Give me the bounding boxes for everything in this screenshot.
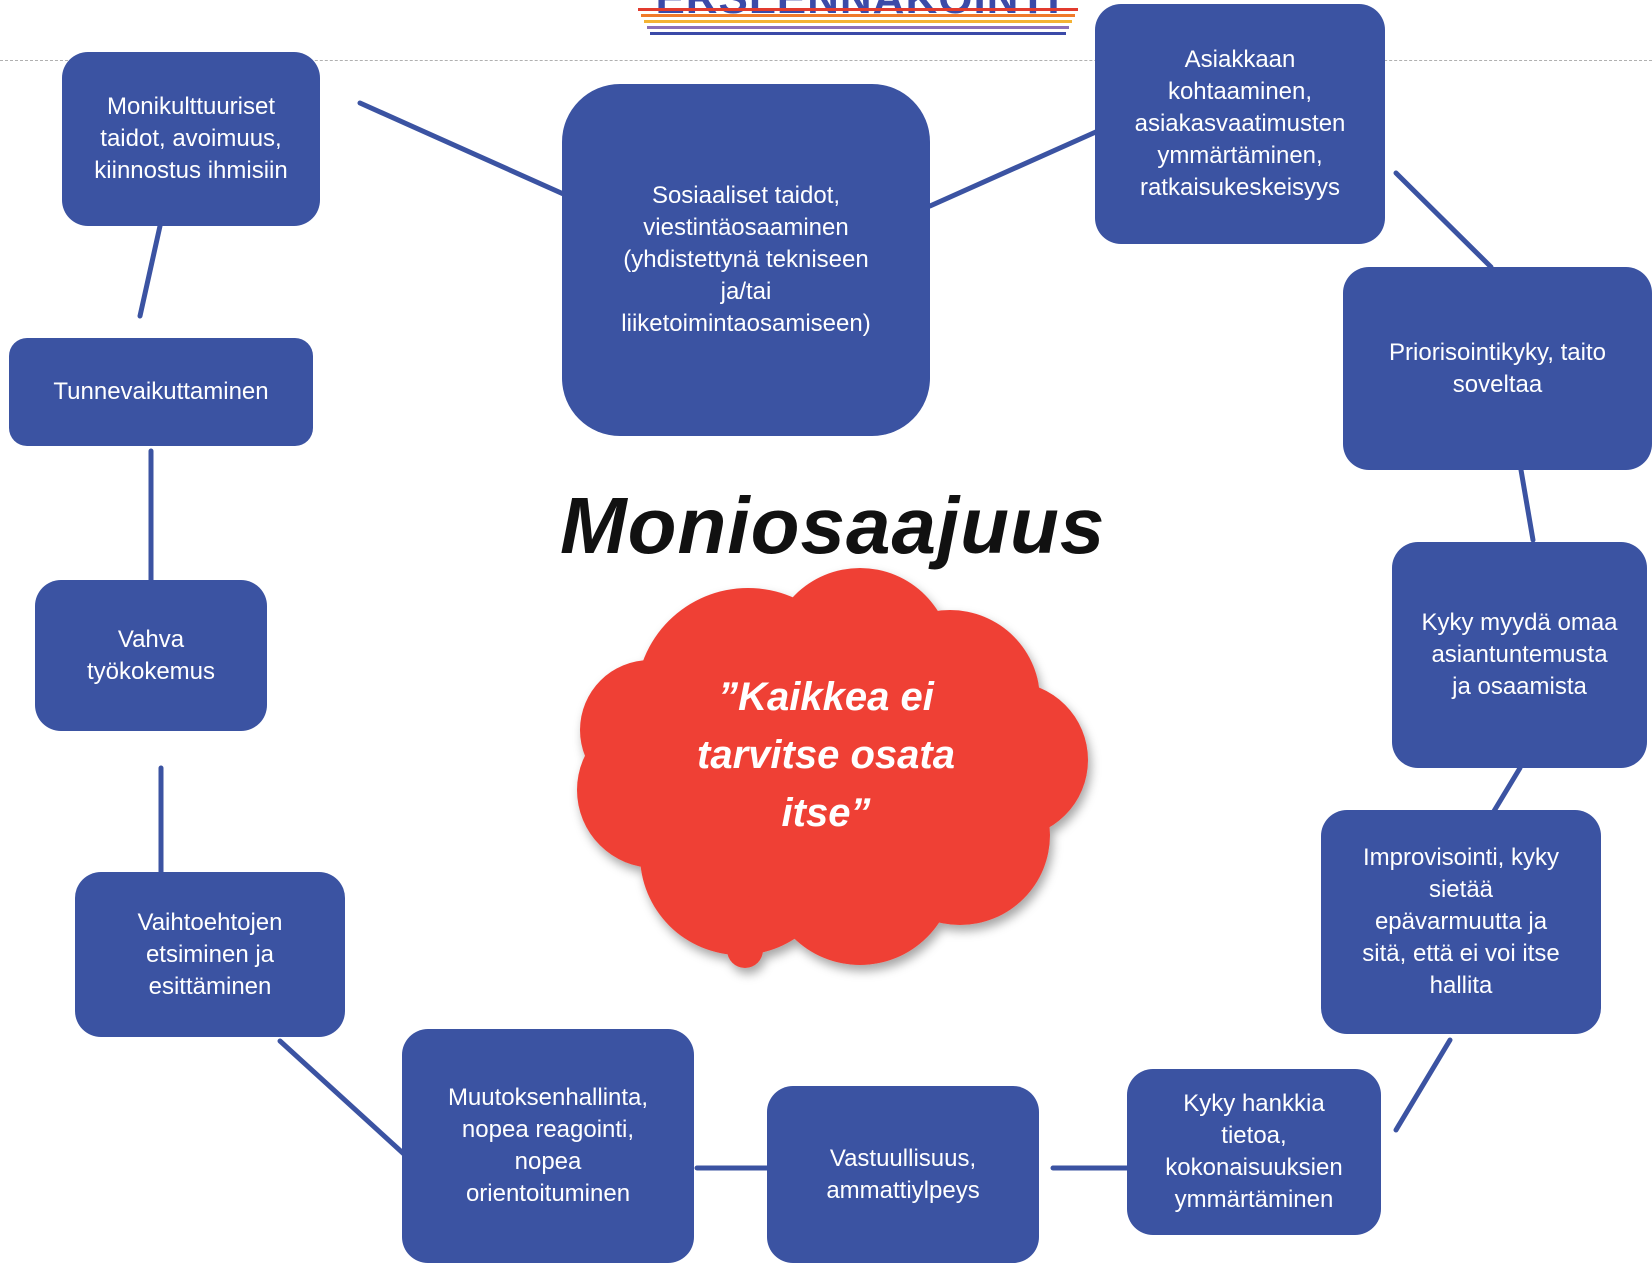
- logo-stripe: [650, 32, 1066, 35]
- node-responsibility: Vastuullisuus, ammattiylpeys: [767, 1086, 1039, 1263]
- logo-stripe: [647, 26, 1069, 29]
- node-information-acquisition: Kyky hankkia tietoa, kokonaisuuksien ymm…: [1127, 1069, 1381, 1235]
- cloud-quote: ”Kaikkea ei tarvitse osata itse”: [697, 675, 955, 835]
- node-label: Asiakkaan kohtaaminen, asiakasvaatimuste…: [1134, 46, 1346, 201]
- logo-text: ERSLENNAKOINTI: [638, 0, 1078, 24]
- node-label: Improvisointi, kyky sietää epävarmuutta …: [1362, 844, 1560, 999]
- header-divider: [0, 60, 1652, 61]
- node-label: Priorisointikyky, taito soveltaa: [1389, 338, 1606, 398]
- connector-line: [277, 1038, 408, 1158]
- node-change-management: Muutoksenhallinta, nopea reagointi, nope…: [402, 1029, 694, 1263]
- node-label: Monikulttuuriset taidot, avoimuus, kiinn…: [94, 93, 288, 184]
- central-node-label: Sosiaaliset taidot, viestintäosaaminen (…: [621, 182, 871, 337]
- node-label: Vaihtoehtojen etsiminen ja esittäminen: [137, 908, 283, 1000]
- connector-line: [357, 100, 591, 208]
- logo-stripe: [644, 20, 1072, 23]
- node-multicultural-skills: Monikulttuuriset taidot, avoimuus, kiinn…: [62, 52, 320, 226]
- node-label: Tunnevaikuttaminen: [53, 378, 269, 405]
- node-emotional-influence: Tunnevaikuttaminen: [9, 338, 313, 446]
- connector-line: [1518, 467, 1536, 543]
- node-alternatives: Vaihtoehtojen etsiminen ja esittäminen: [75, 872, 345, 1037]
- central-node-social-skills: Sosiaaliset taidot, viestintäosaaminen (…: [562, 84, 930, 436]
- node-label: Kyky hankkia tietoa, kokonaisuuksien ymm…: [1165, 1090, 1343, 1213]
- diagram-title: Moniosaajuus: [560, 481, 1106, 570]
- node-label: Muutoksenhallinta, nopea reagointi, nope…: [447, 1084, 649, 1207]
- node-prioritization: Priorisointikyky, taito soveltaa: [1343, 267, 1652, 470]
- logo-stripe: [638, 8, 1078, 11]
- connector-line: [927, 128, 1101, 209]
- logo-stripe: [641, 14, 1075, 17]
- node-selling-expertise: Kyky myydä omaa asiantuntemusta ja osaam…: [1392, 542, 1647, 768]
- cloud-body: [577, 568, 1088, 968]
- node-customer-encounter: Asiakkaan kohtaaminen, asiakasvaatimuste…: [1095, 4, 1385, 244]
- logo-stripes: [638, 8, 1078, 35]
- node-improvisation: Improvisointi, kyky sietää epävarmuutta …: [1321, 810, 1601, 1034]
- node-label: Vahva työkokemus: [86, 625, 216, 685]
- node-label: Vastuullisuus, ammattiylpeys: [826, 1144, 980, 1204]
- connector-line: [1393, 1037, 1453, 1133]
- node-work-experience: Vahva työkokemus: [35, 580, 267, 731]
- connector-line: [1393, 170, 1494, 270]
- node-label: Kyky myydä omaa asiantuntemusta ja osaam…: [1421, 609, 1618, 700]
- connector-line: [137, 223, 163, 319]
- company-logo: ERSLENNAKOINTI: [638, 0, 1078, 40]
